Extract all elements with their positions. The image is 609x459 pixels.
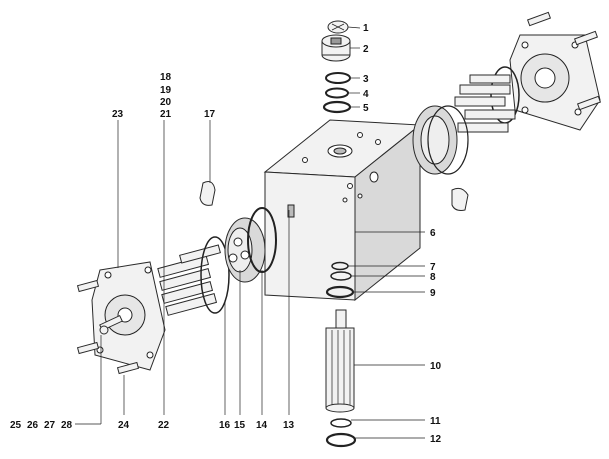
callout-18: 18: [160, 72, 172, 83]
callout-11: 11: [430, 416, 441, 427]
callout-10: 10: [430, 361, 442, 372]
callout-8: 8: [430, 272, 436, 283]
callout-3: 3: [363, 74, 369, 85]
callout-15: 15: [234, 420, 246, 431]
callout-27: 27: [44, 420, 56, 431]
callout-1: 1: [363, 23, 369, 34]
callout-labels: 1 2 3 4 5 6 7 8 9 10 11 12 13 14 15 16 1…: [10, 23, 442, 445]
leader-lines: [75, 26, 425, 439]
washer-top: [325, 87, 349, 99]
callout-6: 6: [430, 228, 436, 239]
left-oring: [200, 236, 230, 314]
pinion-shaft: [325, 309, 355, 413]
left-adjust-screw: [99, 314, 123, 335]
snap-ring: [325, 72, 351, 84]
right-end-cap: [509, 34, 601, 131]
callout-23: 23: [112, 109, 124, 120]
bearing-top: [322, 100, 352, 114]
left-screws: [76, 279, 140, 375]
right-piston: [412, 105, 469, 175]
callout-14: 14: [256, 420, 268, 431]
callout-26: 26: [27, 420, 39, 431]
indicator-cap: [327, 20, 349, 34]
bearing-bottom-12: [325, 432, 357, 448]
callout-13: 13: [283, 420, 295, 431]
left-end-cap: [91, 261, 166, 371]
left-guide-clip: [199, 181, 216, 206]
right-guide-clip: [451, 187, 469, 211]
washer-bottom-11: [330, 418, 352, 428]
callout-4: 4: [363, 89, 369, 100]
callout-16: 16: [219, 420, 231, 431]
callout-22: 22: [158, 420, 170, 431]
callout-20: 20: [160, 97, 172, 108]
callout-17: 17: [204, 109, 216, 120]
left-piston: [224, 217, 266, 283]
callout-7: 7: [430, 262, 436, 273]
callout-9: 9: [430, 288, 436, 299]
callout-21: 21: [160, 109, 172, 120]
left-springs: [157, 244, 221, 316]
callout-12: 12: [430, 434, 442, 445]
callout-19: 19: [160, 85, 172, 96]
callout-25: 25: [10, 420, 22, 431]
right-screws: [526, 11, 602, 111]
right-springs: [454, 74, 516, 133]
callout-2: 2: [363, 44, 369, 55]
callout-5: 5: [363, 103, 369, 114]
callout-24: 24: [118, 420, 130, 431]
callout-28: 28: [61, 420, 73, 431]
indicator-knob: [321, 34, 351, 62]
actuator-body: [263, 119, 422, 302]
